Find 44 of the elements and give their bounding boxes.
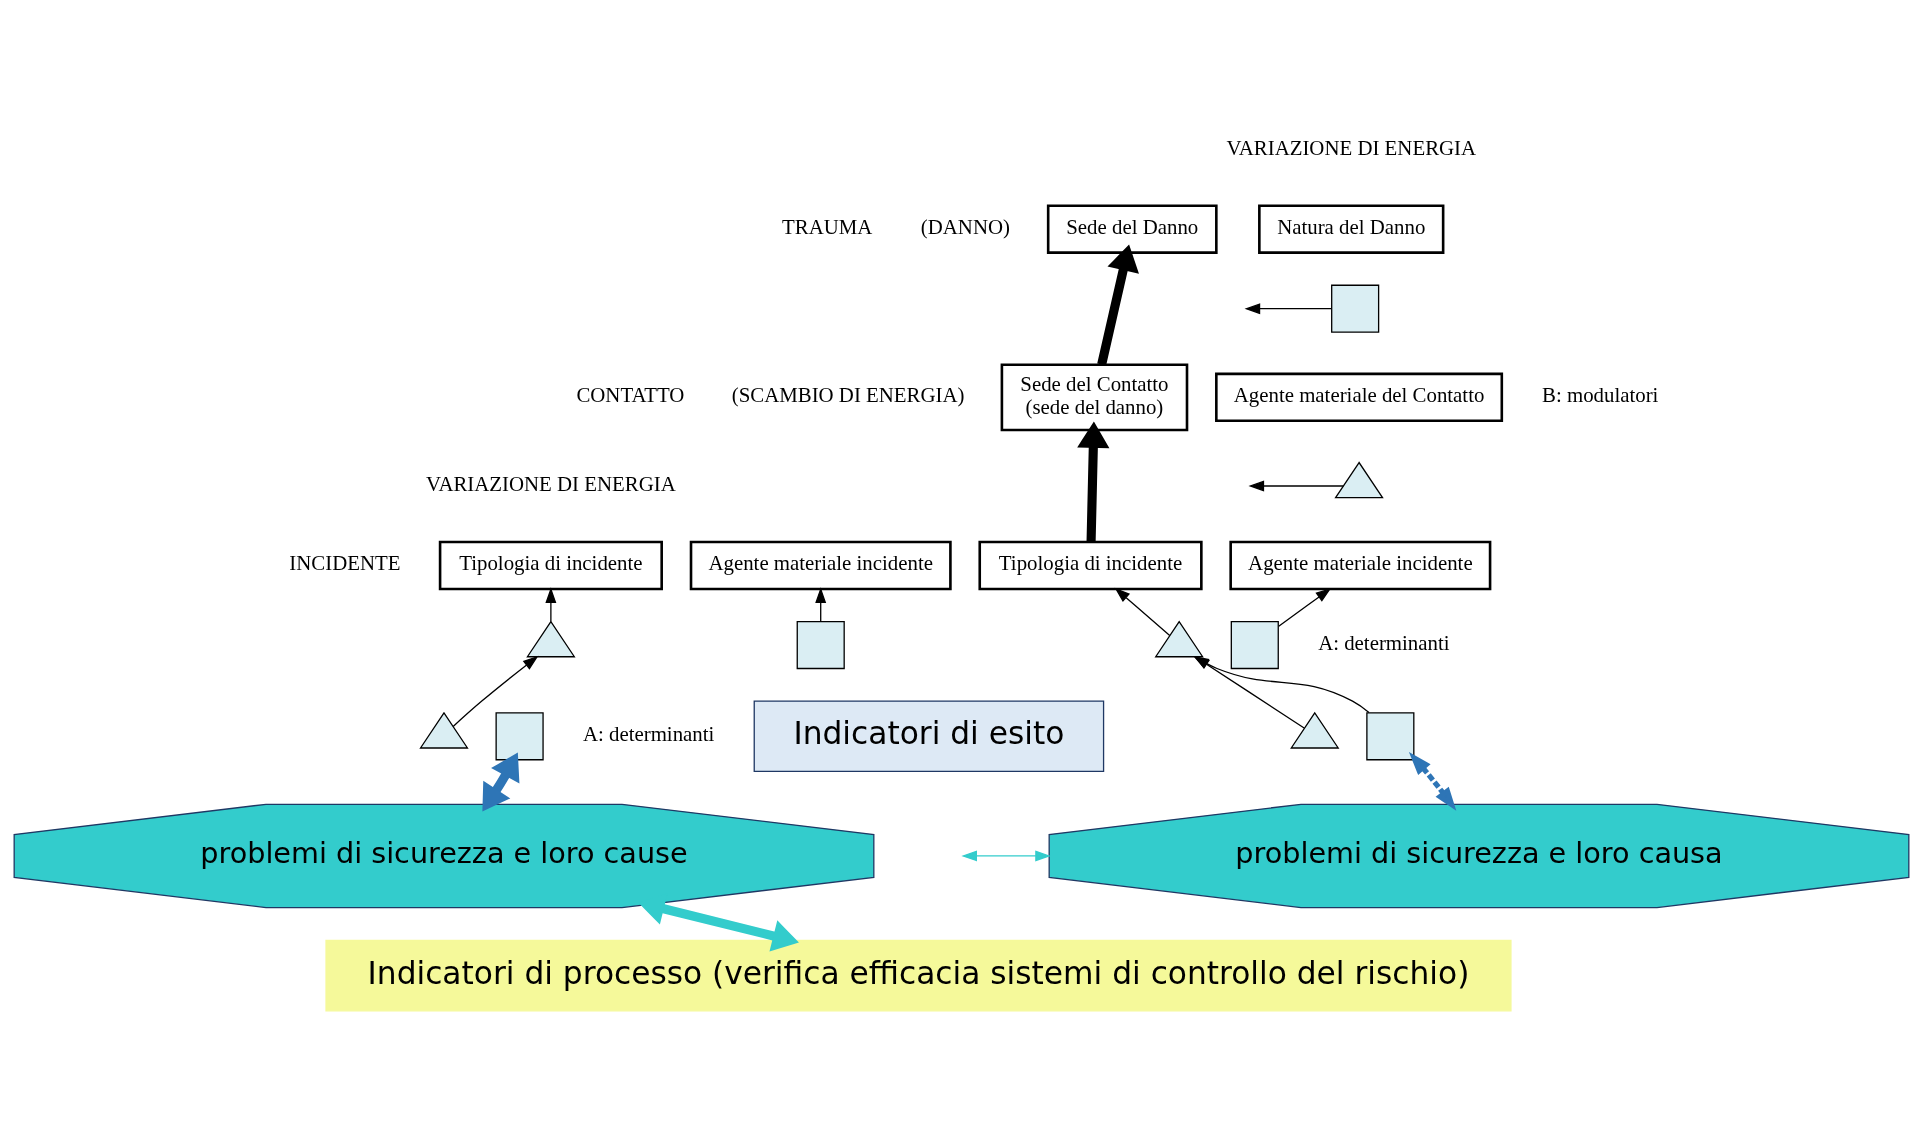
label: VARIAZIONE DI ENERGIA — [1226, 135, 1477, 160]
arrow — [1077, 421, 1110, 542]
arrow — [1114, 587, 1171, 636]
arrow — [1097, 243, 1139, 366]
arrow — [1408, 751, 1457, 811]
label: B: modulatori — [1542, 382, 1659, 407]
node-square — [1366, 711, 1415, 760]
label: A: determinanti — [582, 721, 715, 746]
arrow — [545, 586, 557, 622]
node-box: Agente materiale incidente — [1229, 540, 1492, 590]
node-square — [796, 620, 845, 669]
arrow — [1248, 480, 1344, 491]
node-box: Indicatori di esito — [753, 699, 1105, 772]
node-box: Sede del Contatto (sede del danno) — [1000, 362, 1189, 431]
node-triangle — [526, 619, 576, 657]
label: CONTATTO — [576, 382, 685, 407]
arrow — [1244, 302, 1333, 314]
label: A: determinanti — [1318, 630, 1450, 655]
node-box: Sede del Danno — [1046, 203, 1218, 254]
arrow — [482, 752, 520, 812]
node-square — [1331, 284, 1380, 333]
node-triangle — [1154, 619, 1204, 657]
arrow — [452, 655, 539, 727]
arrow — [961, 849, 1051, 861]
arrow — [1278, 587, 1332, 627]
label: INCIDENTE — [289, 550, 401, 575]
node-box: Natura del Danno — [1258, 203, 1445, 254]
node-box: Tipologia di incidente — [438, 540, 663, 590]
node-triangle — [1290, 711, 1340, 749]
node-triangle — [419, 711, 469, 749]
label: (DANNO) — [920, 214, 1010, 239]
node-box: Tipologia di incidente — [978, 540, 1203, 590]
node-square — [495, 711, 544, 760]
arrow — [1193, 655, 1370, 713]
arrow — [815, 586, 827, 622]
node-box: Indicatori di processo (verifica efficacia sistemi di controllo del rischio) — [325, 939, 1512, 1011]
arrow — [1193, 655, 1305, 729]
node-box: Agente materiale del Contatto — [1215, 372, 1504, 422]
label: TRAUMA — [782, 214, 873, 239]
node-triangle — [1334, 460, 1384, 498]
node-box: Agente materiale incidente — [689, 540, 952, 590]
label: VARIAZIONE DI ENERGIA — [426, 471, 676, 496]
label: (SCAMBIO DI ENERGIA) — [731, 382, 965, 407]
node-square — [1230, 620, 1279, 669]
